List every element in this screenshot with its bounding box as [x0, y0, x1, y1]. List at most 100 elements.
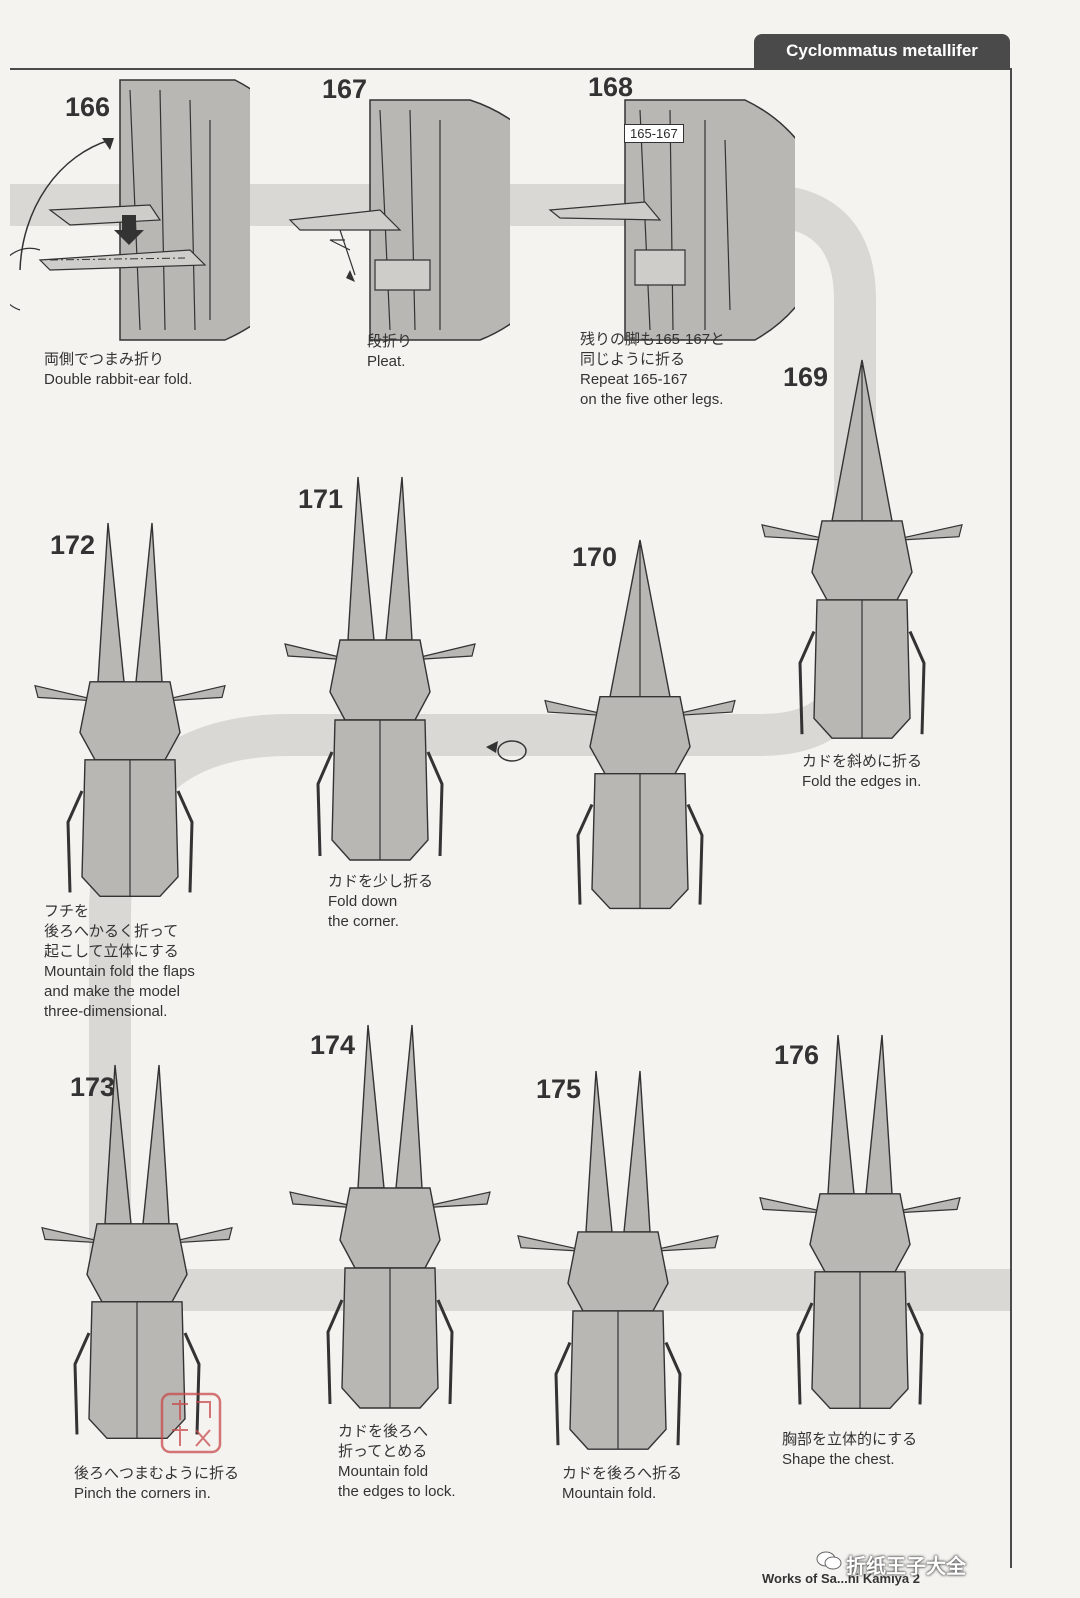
caption-en: Mountain fold the flaps — [44, 963, 195, 980]
thorax — [86, 1223, 188, 1303]
front-leg-right — [645, 1235, 719, 1253]
caption-171: カドを少し折る Fold down the corner. — [328, 872, 433, 932]
front-leg-right — [164, 1226, 233, 1244]
caption-ja: 段折り — [367, 333, 413, 350]
caption-en: the edges to lock. — [338, 1483, 456, 1500]
mandible-left — [827, 1034, 855, 1195]
caption-ja: 両側でつまみ折り — [44, 351, 165, 368]
mandible-right — [395, 1024, 423, 1189]
caption-ja: 起こして立体にする — [44, 943, 179, 960]
front-leg-right — [887, 1196, 961, 1214]
caption-en: Pinch the corners in. — [74, 1485, 211, 1502]
leg-right — [426, 751, 444, 857]
beetle-diagram-170 — [544, 539, 736, 910]
caption-en: Fold the edges in. — [802, 773, 922, 790]
thorax — [811, 520, 913, 601]
step-number-168: 168 — [588, 72, 634, 102]
caption-ja: 胸部を立体的にする — [782, 1431, 918, 1448]
footer-credit: Works of Sa...hi Kamiya 2 — [762, 1571, 920, 1586]
caption-en: Mountain fold. — [562, 1485, 657, 1502]
mandible-left — [97, 522, 125, 683]
step-number-172: 172 — [50, 530, 96, 560]
front-leg-right — [407, 643, 476, 661]
step-number-171: 171 — [298, 484, 344, 514]
diagram-168 — [548, 99, 795, 341]
leg-left — [576, 803, 594, 905]
beetle-diagram-175 — [517, 1070, 719, 1450]
watermark-text: 折纸王子大全 — [846, 1554, 966, 1578]
leg-left — [326, 1299, 344, 1405]
mandible-left — [357, 1024, 385, 1189]
header-rule — [10, 68, 1012, 70]
caption-en: the corner. — [328, 913, 399, 930]
caption-en: Mountain fold — [338, 1463, 429, 1480]
leg-left — [66, 790, 84, 893]
leg-left — [554, 1341, 572, 1446]
front-leg-right — [417, 1191, 491, 1209]
thorax — [809, 1193, 911, 1273]
thorax — [79, 681, 181, 761]
beetle-diagram-174 — [289, 1024, 491, 1409]
caption-en: Fold down — [328, 893, 398, 910]
leg-right — [906, 1302, 924, 1405]
step-number-166: 166 — [65, 92, 111, 122]
front-leg-right — [157, 684, 226, 702]
wechat-icon — [816, 1551, 842, 1570]
caption-168: 残りの脚も165-167と 同じように折る Repeat 165-167 on … — [580, 330, 725, 410]
caption-en: and make the model — [44, 983, 180, 1000]
beetle-diagram-171 — [284, 476, 476, 861]
front-leg-left — [517, 1235, 591, 1253]
page-title-tab: Cyclommatus metallifer — [754, 34, 1010, 68]
front-leg-left — [34, 684, 103, 702]
caption-176: 胸部を立体的にする Shape the chest. — [782, 1430, 917, 1470]
front-leg-left — [289, 1191, 363, 1209]
leg-right — [664, 1341, 682, 1446]
leg-left — [73, 1332, 91, 1435]
caption-ja: 後ろへかるく折って — [44, 923, 179, 940]
front-leg-left — [41, 1226, 110, 1244]
leg-right — [176, 790, 194, 893]
caption-167: 段折り Pleat. — [367, 332, 412, 372]
mandible-left — [585, 1070, 613, 1233]
caption-en: Repeat 165-167 — [580, 371, 688, 388]
thorax — [329, 639, 431, 721]
right-rule — [1010, 68, 1012, 1568]
mandible-left — [347, 476, 375, 641]
front-leg-left — [759, 1196, 833, 1214]
front-leg-right — [667, 699, 736, 717]
step-number-174: 174 — [310, 1030, 356, 1060]
step-number-167: 167 — [322, 74, 368, 104]
caption-ja: 同じように折る — [580, 351, 686, 368]
caption-ja: カドを少し折る — [328, 873, 434, 890]
thorax — [589, 696, 691, 775]
step-number-169: 169 — [783, 362, 829, 392]
diagram-166 — [10, 79, 250, 341]
reference-box: 165-167 — [624, 124, 684, 143]
step-number-173: 173 — [70, 1072, 116, 1102]
beetle-diagram-172 — [34, 522, 226, 897]
caption-175: カドを後ろへ折る Mountain fold. — [562, 1464, 682, 1504]
thorax — [339, 1187, 441, 1269]
caption-169: カドを斜めに折る Fold the edges in. — [802, 752, 922, 792]
caption-ja: カドを後ろへ — [338, 1423, 429, 1440]
caption-166: 両側でつまみ折り Double rabbit-ear fold. — [44, 350, 192, 390]
leg-right — [183, 1332, 201, 1435]
caption-en: on the five other legs. — [580, 391, 724, 408]
caption-ja: 折ってとめる — [338, 1443, 428, 1460]
caption-172: フチを 後ろへかるく折って 起こして立体にする Mountain fold th… — [44, 902, 195, 1022]
front-leg-left — [761, 524, 835, 542]
mandible-right — [385, 476, 413, 641]
leg-left — [316, 751, 334, 857]
turn-over-icon — [486, 740, 527, 762]
beetle-diagram-169 — [761, 359, 963, 739]
beetle-diagram-176 — [759, 1034, 961, 1409]
seal-stamp — [160, 1392, 222, 1454]
front-leg-left — [544, 699, 613, 717]
leg-right — [436, 1299, 454, 1405]
caption-ja: 残りの脚も165-167と — [580, 331, 726, 348]
caption-ja: フチを — [44, 903, 90, 920]
front-leg-left — [284, 643, 353, 661]
caption-ja: カドを後ろへ折る — [562, 1465, 683, 1482]
step-number-175: 175 — [536, 1074, 582, 1104]
